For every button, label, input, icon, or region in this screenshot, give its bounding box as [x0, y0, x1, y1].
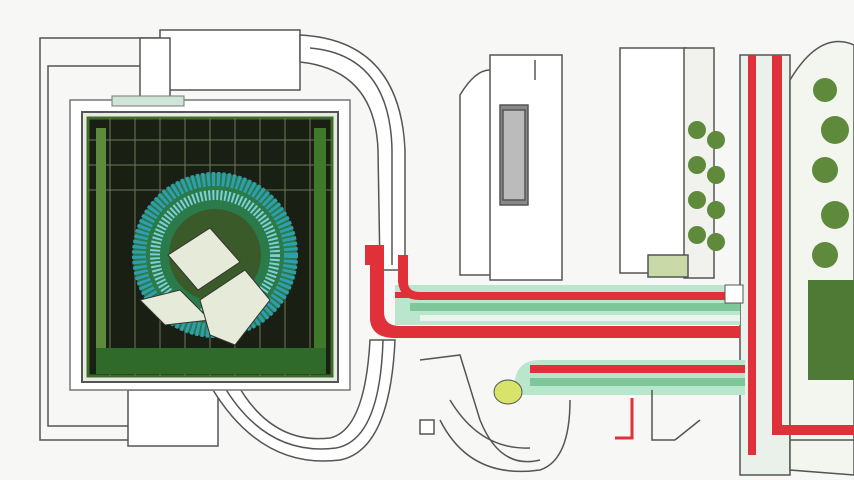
coil	[132, 172, 298, 346]
main-enclosure	[69, 95, 351, 391]
tree-tall	[808, 78, 854, 380]
pipe-bundle	[365, 245, 745, 405]
right-tower	[739, 40, 854, 476]
tree-column	[688, 121, 725, 251]
vertical-column-2	[619, 47, 725, 279]
vertical-column-1	[459, 54, 563, 281]
curved-duct-bottom	[208, 339, 571, 473]
drip-pipes	[615, 390, 701, 441]
